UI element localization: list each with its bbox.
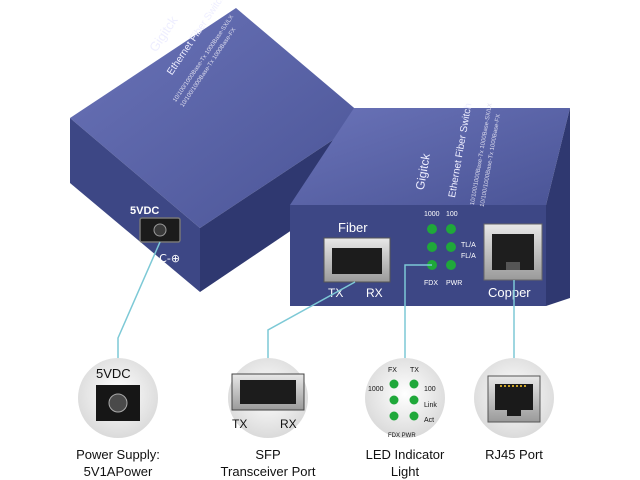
sfp-caption-line-1: SFP (255, 447, 281, 462)
sfp-callout-inset: TX RX (228, 358, 308, 438)
led-inset-link: Link (424, 402, 437, 409)
fiber-label: Fiber (338, 220, 368, 235)
led-100-label: 100 (446, 211, 458, 218)
led-inset-tx: TX (410, 367, 419, 374)
led-pwr-label: PWR (446, 280, 462, 287)
left-unit-front-face (70, 118, 200, 292)
led-callout-inset: FX TX 1000 100 Link Act FDX PWR (365, 358, 445, 439)
rj45-callout-inset (474, 358, 554, 438)
sfp-port-opening (332, 248, 382, 274)
power-inset-jack-pin (108, 393, 128, 413)
led-caption-line-1: LED Indicator (365, 447, 445, 462)
led-inset-dot (409, 395, 419, 405)
sfp-inset-opening (240, 380, 296, 404)
led-indicator (446, 242, 456, 252)
led-indicator (446, 260, 456, 270)
power-inset-text: 5VDC (96, 366, 131, 381)
sfp-inset-rx: RX (280, 417, 297, 431)
led-inset-fdx-pwr: FDX PWR (388, 433, 416, 439)
led-fdx-label: FDX (424, 280, 438, 287)
rj45-caption-line-1: RJ45 Port (485, 447, 543, 462)
sfp-inset-tx: TX (232, 417, 247, 431)
led-inset-1000: 1000 (368, 386, 384, 393)
led-panel: 1000 100 TL/A FL/A FDX PWR (424, 211, 476, 287)
right-brand-text: Gigitck (413, 151, 433, 191)
led-leader-line (404, 264, 432, 358)
power-caption-line-2: 5V1APower (83, 464, 153, 479)
led-inset-circle (365, 358, 445, 438)
sfp-caption-line-2: Transceiver Port (220, 464, 316, 479)
right-unit-side-face (546, 108, 570, 306)
right-unit-top-face (290, 108, 570, 205)
rj45-inset-opening (495, 384, 533, 410)
left-power-jack-pin (153, 223, 167, 237)
power-caption-line-1: Power Supply: (76, 447, 160, 462)
led-indicator (427, 242, 437, 252)
sfp-caption: SFP Transceiver Port (198, 446, 338, 480)
led-inset-dot (389, 395, 399, 405)
sfp-rx-label: RX (366, 286, 383, 300)
led-indicator (427, 224, 437, 234)
led-caption: LED Indicator Light (345, 446, 465, 480)
led-inset-dot (409, 379, 419, 389)
rj45-inset-latch (507, 408, 521, 416)
sfp-leader-line (267, 281, 356, 358)
led-tla-label: TL/A (461, 242, 476, 249)
led-indicator (446, 224, 456, 234)
right-converter-unit: Gigitck Ethernet Fiber Switch 10/100/100… (290, 102, 570, 306)
led-inset-act: Act (424, 417, 434, 424)
led-inset-dot (389, 379, 399, 389)
leader-lines (117, 241, 515, 358)
left-converter-unit: Gigitck Ethernet Fiber Switch 10/100/100… (70, 0, 366, 292)
power-caption: Power Supply: 5V1APower (58, 446, 178, 480)
led-inset-100: 100 (424, 386, 436, 393)
led-fla-label: FL/A (461, 253, 476, 260)
led-caption-line-2: Light (390, 464, 420, 479)
led-inset-fx: FX (388, 367, 397, 374)
left-power-label: 5VDC (130, 205, 159, 217)
copper-label: Copper (488, 285, 531, 300)
led-1000-label: 1000 (424, 211, 440, 218)
rj45-port-latch (506, 262, 520, 270)
left-unit-top-face (70, 8, 366, 228)
rj45-caption: RJ45 Port (464, 446, 564, 463)
power-leader-line (117, 241, 161, 358)
led-inset-dot (409, 411, 419, 421)
led-inset-dot (389, 411, 399, 421)
power-callout-inset: 5VDC (78, 358, 158, 438)
